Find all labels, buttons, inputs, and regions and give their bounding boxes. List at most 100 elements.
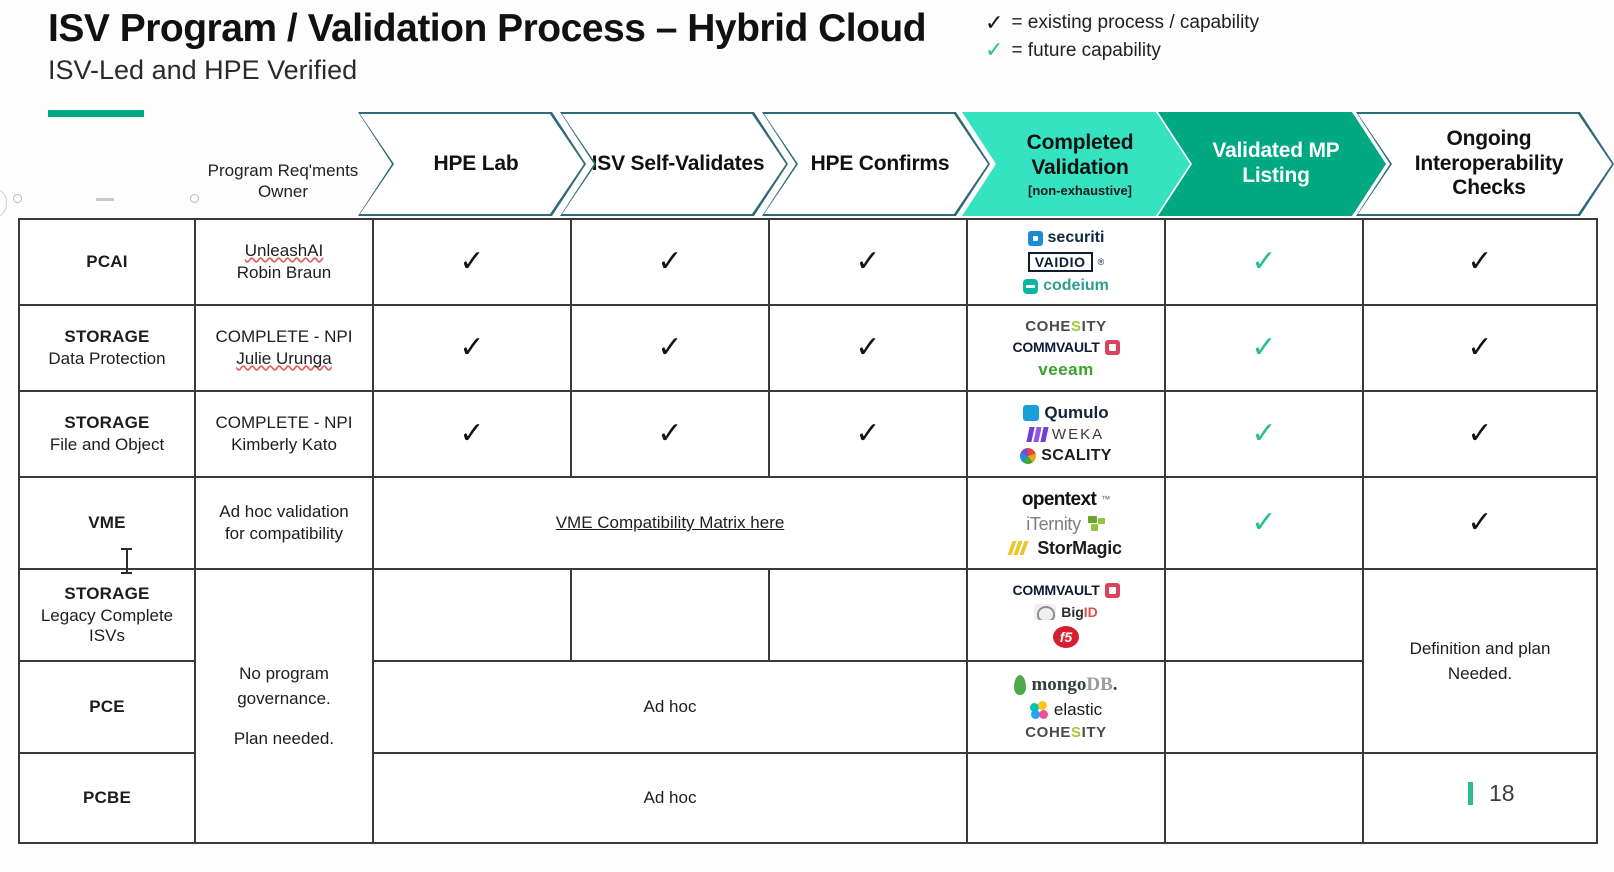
selection-handle-left[interactable]: [13, 194, 22, 203]
chevron-label: ISV Self-Validates: [591, 151, 765, 175]
program-subtitle: File and Object: [49, 435, 165, 454]
chevron-sublabel: [non-exhaustive]: [1027, 182, 1132, 198]
owner-person: Julie Urunga: [236, 349, 332, 368]
selection-handle-dash[interactable]: [96, 198, 114, 201]
program-name: STORAGE: [64, 584, 150, 603]
cell-program: VME: [18, 476, 196, 570]
slide-number: 18: [1468, 780, 1515, 807]
ongoing-note-line-1: Definition and plan: [1409, 638, 1551, 658]
chevron-hpe-lab[interactable]: HPE Lab: [358, 112, 586, 216]
chevron-validated-mp-listing[interactable]: Validated MP Listing: [1158, 112, 1386, 216]
cell-owner: COMPLETE - NPI Julie Urunga: [194, 304, 374, 392]
cell-owner: Ad hoc validation for compatibility: [194, 476, 374, 570]
iternity-icon: [1086, 515, 1106, 532]
owner-line-1: Ad hoc validation: [219, 501, 349, 521]
check-icon: ✓: [855, 417, 881, 450]
logo-mongodb: mongoDB.: [1014, 674, 1118, 695]
chevron-hpe-confirms[interactable]: HPE Confirms: [762, 112, 990, 216]
selection-handle-right[interactable]: [190, 194, 199, 203]
cell-hpe-lab: ✓: [372, 304, 572, 392]
ad-hoc-label: Ad hoc: [643, 788, 697, 807]
check-icon: ✓: [1251, 245, 1277, 278]
check-icon: ✓: [1251, 417, 1277, 450]
title-block: ISV Program / Validation Process – Hybri…: [48, 7, 927, 87]
cell-validated-mp-listing: ✓: [1164, 390, 1364, 478]
cell-ongoing-note: Definition and plan Needed.: [1362, 568, 1598, 754]
owner-person: Robin Braun: [236, 263, 332, 282]
cell-hpe-lab: [372, 568, 572, 662]
program-name: PCAI: [86, 252, 128, 271]
chevron-label: Validated MP Listing: [1212, 139, 1340, 187]
check-icon: ✓: [985, 37, 1004, 63]
cell-owner-note: No program governance. Plan needed.: [194, 568, 374, 844]
cell-completed-validation: [966, 752, 1166, 844]
check-icon: ✓: [1467, 506, 1493, 539]
cell-ongoing-checks: ✓: [1362, 218, 1598, 306]
legend-item-existing: ✓ = existing process / capability: [985, 9, 1259, 37]
check-icon: ✓: [1467, 331, 1493, 364]
table-row: STORAGE Data Protection COMPLETE - NPI J…: [18, 304, 1598, 392]
check-icon: ✓: [1251, 506, 1277, 539]
cell-validated-mp-listing: [1164, 568, 1364, 662]
chevron-isv-self-validates[interactable]: ISV Self-Validates: [560, 112, 788, 216]
check-icon: ✓: [657, 245, 683, 278]
cell-ad-hoc: Ad hoc: [372, 752, 968, 844]
chevron-label: Completed Validation: [1026, 131, 1134, 179]
program-name: VME: [88, 513, 126, 532]
owner-line-2: for compatibility: [224, 524, 344, 543]
cell-ongoing-checks: ✓: [1362, 476, 1598, 570]
legend-label-future: = future capability: [1011, 39, 1161, 61]
cell-hpe-confirms: [768, 568, 968, 662]
check-icon: ✓: [855, 331, 881, 364]
check-icon: ✓: [985, 9, 1004, 35]
commvault-icon: [1104, 339, 1120, 355]
securiti-icon: [1027, 230, 1043, 246]
legend-item-future: ✓ = future capability: [985, 37, 1259, 65]
owner-company: UnleashAI: [244, 240, 324, 260]
cell-validated-mp-listing: ✓: [1164, 218, 1364, 306]
stormagic-icon: [1007, 540, 1032, 555]
logo-scality: SCALITY: [1020, 448, 1112, 464]
table-row: VME Ad hoc validation for compatibility …: [18, 476, 1598, 570]
elastic-icon: [1029, 700, 1049, 719]
program-subtitle: Legacy Complete ISVs: [40, 606, 174, 645]
page-title: ISV Program / Validation Process – Hybri…: [48, 7, 927, 50]
page-subtitle: ISV-Led and HPE Verified: [48, 55, 358, 86]
logo-f5: f5: [1053, 625, 1079, 648]
cell-program: STORAGE Legacy Complete ISVs: [18, 568, 196, 662]
table-row: STORAGE Legacy Complete ISVs No program …: [18, 568, 1598, 844]
slide-number-bar: [1468, 782, 1473, 805]
cell-isv-self-validates: ✓: [570, 390, 770, 478]
logo-commvault: COMMVAULT: [1012, 582, 1120, 598]
chevron-label: HPE Lab: [433, 151, 519, 175]
program-name: STORAGE: [64, 327, 150, 346]
chevron-completed-validation[interactable]: Completed Validation [non-exhaustive]: [962, 112, 1190, 216]
vme-compatibility-matrix-link[interactable]: VME Compatibility Matrix here: [555, 513, 785, 532]
chevron-ongoing-interoperability-checks[interactable]: Ongoing Interoperability Checks: [1356, 112, 1614, 216]
cell-owner: COMPLETE - NPI Kimberly Kato: [194, 390, 374, 478]
cell-hpe-confirms: ✓: [768, 390, 968, 478]
slide-number-value: 18: [1489, 780, 1515, 806]
check-icon: ✓: [657, 417, 683, 450]
table-row: PCBE Ad hoc: [18, 752, 1598, 844]
logo-weka: WEKA: [1026, 427, 1104, 442]
logo-cohesity: COHESITY: [1025, 317, 1107, 335]
ad-hoc-label: Ad hoc: [643, 697, 697, 716]
cell-vme-compatibility-matrix[interactable]: VME Compatibility Matrix here: [372, 476, 968, 570]
owner-person: Kimberly Kato: [231, 435, 337, 454]
cell-ongoing-checks: [1362, 752, 1598, 844]
cell-hpe-confirms: ✓: [768, 218, 968, 306]
cell-program: STORAGE Data Protection: [18, 304, 196, 392]
owner-note-line-1: No program: [239, 663, 329, 683]
cell-hpe-confirms: ✓: [768, 304, 968, 392]
logo-stormagic: StorMagic: [1007, 539, 1122, 557]
cell-program: PCE: [18, 660, 196, 754]
cell-completed-validation: securiti VAIDIO® codeium: [966, 218, 1166, 306]
chevron-label: Ongoing Interoperability Checks: [1414, 126, 1564, 200]
process-chevron-band: HPE Lab ISV Self-Validates HPE Confirms …: [0, 112, 1614, 216]
accent-bar: [48, 110, 144, 117]
cell-program: PCBE: [18, 752, 196, 844]
owner-column-header: Program Req'ments Owner: [207, 161, 359, 202]
program-name: PCBE: [82, 788, 132, 807]
owner-status: COMPLETE - NPI: [215, 326, 353, 346]
